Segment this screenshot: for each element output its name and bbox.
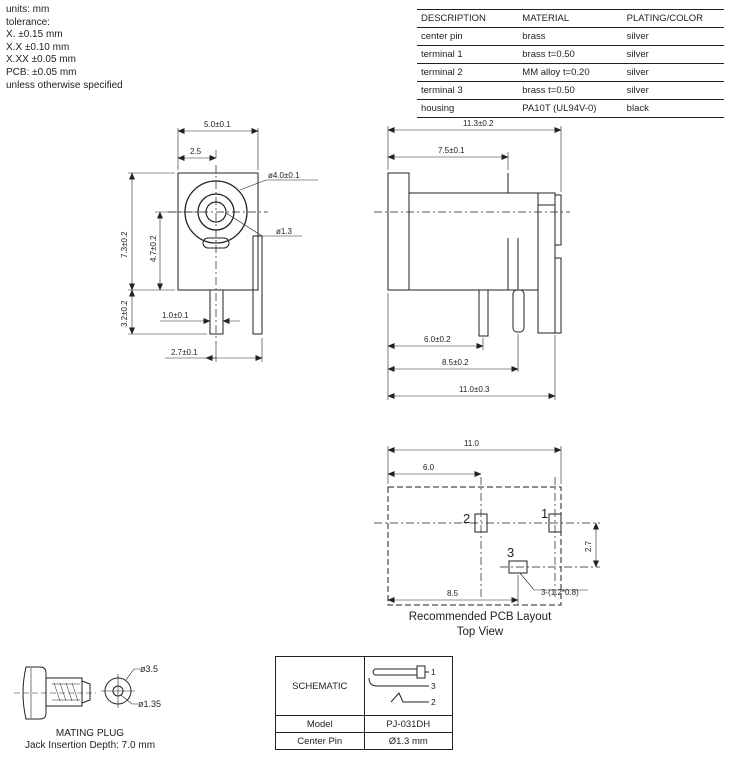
pin-label-1: 1 [541,506,548,521]
table-cell: black [622,99,724,118]
pcb-caption-line: Top View [456,626,504,638]
pcb-dim-6-0: 6.0 [423,463,435,472]
table-cell: brass [518,27,623,46]
front-view [128,128,318,362]
table-row: Model PJ-031DH [275,715,453,733]
center-pin-leg [209,289,224,335]
pcb-dim-2-7: 2.7 [584,540,593,552]
side-dim-total: 11.3±0.2 [463,119,494,128]
side-housing-outline [387,172,539,291]
schematic-symbol: 1 3 2 [368,665,436,707]
tolerance-line: unless otherwise specified [6,79,123,91]
tolerance-line: X.X ±0.10 mm [6,41,70,53]
plug-dim-outer: ø3.5 [140,664,158,674]
table-cell: terminal 2 [417,63,519,82]
schematic-label: SCHEMATIC [275,656,365,716]
pcb-caption-line: Recommended PCB Layout [408,611,552,623]
tolerance-line: PCB: ±0.05 mm [6,66,77,78]
dim-pin-spacing: 2.7±0.1 [171,348,198,357]
side-flange [537,192,556,334]
dim-outer-dia: ø4.0±0.1 [268,171,300,180]
pcb-footprint-outline [387,486,562,606]
table-cell: silver [622,81,724,100]
schematic-symbol-cell: 1 3 2 [363,656,453,716]
model-label: Model [275,715,365,733]
table-cell: housing [417,99,519,118]
table-cell: brass t=0.50 [518,45,623,64]
table-cell: PA10T (UL94V-0) [518,99,623,118]
table-cell: terminal 3 [417,81,519,100]
side-dim-8-5: 8.5±0.2 [442,358,469,367]
table-row: terminal 1 brass t=0.50 silver [417,45,724,64]
table-row: terminal 2 MM alloy t=0.20 silver [417,63,724,82]
table-row: SCHEMATIC 1 3 2 [275,656,453,716]
dim-center-height: 4.7±0.2 [149,235,158,262]
side-terminal [252,235,263,335]
table-row: center pin brass silver [417,27,724,46]
pcb-dim-total: 11.0 [464,439,480,448]
dim-height: 7.3±0.2 [120,231,129,258]
model-value: PJ-031DH [363,715,453,733]
pin-label-2: 2 [463,511,470,526]
pcb-dim-8-5: 8.5 [447,589,459,598]
pad-1 [548,513,562,533]
mating-plug-caption-line: Jack Insertion Depth: 7.0 mm [24,740,156,751]
tolerance-notes: units: mm tolerance: X. ±0.15 mm X.X ±0.… [6,4,123,92]
side-dim-6-0: 6.0±0.2 [424,335,451,344]
side-view [374,126,570,400]
side-terminal-rear [512,289,525,333]
table-cell: MM alloy t=0.20 [518,63,623,82]
side-dim-7-5: 7.5±0.1 [438,146,465,155]
column-header: PLATING/COLOR [622,9,724,28]
pad-2 [474,513,488,533]
pcb-pad-note: 3-(1.2*0.8) [541,588,579,597]
table-row: Center Pin Ø1.3 mm [275,732,453,750]
schematic-pin-2: 2 [431,697,436,707]
table-row: terminal 3 brass t=0.50 silver [417,81,724,100]
tolerance-line: tolerance: [6,16,50,28]
side-dim-11-0: 11.0±0.3 [459,385,490,394]
dim-pin-length: 3.2±0.2 [120,300,129,327]
schematic-pin-3: 3 [431,681,436,691]
pcb-caption: Recommended PCB Layout Top View [380,610,580,640]
dim-pin-dia: ø1.3 [276,227,293,236]
table-cell: silver [622,45,724,64]
mating-plug-caption: MATING PLUG Jack Insertion Depth: 7.0 mm [10,728,170,752]
side-terminal-front [478,289,489,337]
mating-plug-drawing [14,666,140,720]
table-cell: silver [622,27,724,46]
tolerance-line: X.XX ±0.05 mm [6,54,76,66]
plug-dim-inner: ø1.35 [138,699,161,709]
schematic-pin-1: 1 [431,667,436,677]
pin-label-3: 3 [507,545,514,560]
table-cell: silver [622,63,724,82]
mating-plug-caption-line: MATING PLUG [55,728,125,739]
table-cell: center pin [417,27,519,46]
table-cell: terminal 1 [417,45,519,64]
column-header: DESCRIPTION [417,9,519,28]
housing-outline [177,172,259,291]
center-pin-value: Ø1.3 mm [363,732,453,750]
tolerance-line: units: mm [6,4,50,15]
center-pin-label: Center Pin [275,732,365,750]
table-cell: brass t=0.50 [518,81,623,100]
dim-pin-width: 1.0±0.1 [162,311,189,320]
pcb-layout [374,446,600,606]
dim-width: 5.0±0.1 [204,120,231,129]
schematic-table: SCHEMATIC 1 3 2 Model PJ-031DH [275,656,453,750]
materials-table: DESCRIPTION MATERIAL PLATING/COLOR cente… [417,9,724,118]
table-row: housing PA10T (UL94V-0) black [417,99,724,118]
column-header: MATERIAL [518,9,623,28]
table-header-row: DESCRIPTION MATERIAL PLATING/COLOR [417,9,724,28]
dim-offset: 2.5 [190,147,202,156]
tolerance-line: X. ±0.15 mm [6,29,63,41]
